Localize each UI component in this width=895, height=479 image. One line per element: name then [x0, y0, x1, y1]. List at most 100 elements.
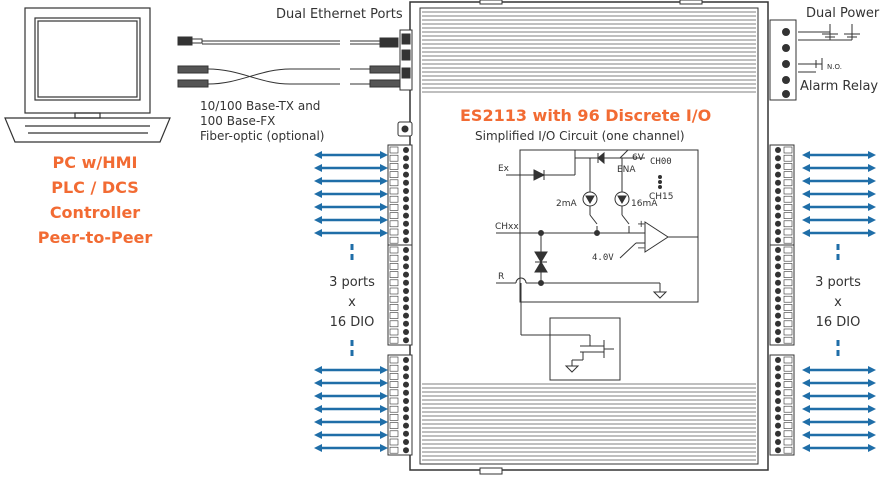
fiber-cable: [177, 65, 401, 88]
terminal-slot: [389, 187, 399, 195]
terminal-block: [769, 244, 795, 346]
terminal-screw: [403, 430, 409, 437]
no-label: N.O.: [827, 63, 842, 71]
io-circuit: [496, 149, 699, 381]
terminal-screw: [775, 296, 781, 303]
terminal-slot: [389, 254, 399, 262]
terminal-slot: [389, 154, 399, 162]
terminal-slot: [783, 446, 793, 454]
terminal-slot: [389, 381, 399, 388]
terminal-slot: [783, 405, 793, 413]
terminal-screw: [775, 365, 781, 372]
terminal-screw: [775, 188, 781, 194]
terminal-screw: [403, 365, 409, 372]
terminal-slot: [389, 312, 399, 319]
terminal-slot: [389, 195, 399, 203]
opamp-plus-label: +: [637, 219, 646, 230]
es2113-unit: [409, 0, 769, 475]
ex-label: Ex: [498, 164, 510, 174]
terminal-screw: [775, 204, 781, 211]
terminal-slot: [389, 389, 399, 397]
terminal-slot: [783, 163, 793, 170]
terminal-screw: [775, 271, 781, 278]
terminal-screw: [403, 329, 409, 335]
terminal-screw: [775, 430, 781, 437]
ellipsis-marks: [350, 244, 840, 356]
4v-label: 4.0V: [592, 253, 614, 263]
terminal-screw: [775, 389, 781, 396]
terminal-slot: [783, 381, 793, 388]
ports-left-line-3: 16 DIO: [329, 315, 375, 330]
terminal-slot: [389, 430, 399, 438]
device-title: ES2113 with 96 Discrete I/O: [460, 106, 712, 125]
terminal-screw: [775, 279, 781, 286]
terminal-screw: [775, 422, 781, 429]
terminal-screw: [775, 171, 781, 178]
terminal-slot: [389, 295, 399, 303]
terminal-screw: [403, 439, 409, 445]
pc-role-line-2: PLC / DCS: [51, 178, 139, 197]
terminal-screw: [775, 447, 781, 454]
ports-right-line-3: 16 DIO: [815, 315, 861, 330]
terminal-screw: [775, 398, 781, 404]
terminal-slot: [783, 263, 793, 270]
terminal-slot: [783, 179, 793, 187]
opamp-minus-label: −: [637, 243, 646, 254]
terminal-slot: [389, 279, 399, 287]
terminal-screw: [403, 212, 409, 219]
terminal-screw: [403, 188, 409, 194]
terminal-block: [387, 354, 413, 456]
terminal-slot: [783, 195, 793, 203]
ports-left-line-1: 3 ports: [329, 275, 375, 290]
terminal-slot: [389, 320, 399, 328]
terminal-slot: [783, 364, 793, 372]
terminal-slot: [389, 364, 399, 372]
terminal-screw: [775, 406, 781, 413]
terminal-screw: [775, 373, 781, 380]
terminal-screw: [403, 279, 409, 286]
terminal-screw: [775, 196, 781, 203]
terminal-slot: [783, 228, 793, 236]
terminal-strips: [387, 144, 795, 456]
heat-sink-fins: [422, 11, 756, 461]
terminal-slot: [783, 320, 793, 328]
terminal-slot: [783, 254, 793, 262]
terminal-slot: [783, 438, 793, 446]
terminal-slot: [783, 373, 793, 380]
terminal-slot: [389, 146, 399, 154]
chxx-label: CHxx: [495, 222, 519, 232]
2ma-label: 2mA: [556, 199, 577, 209]
terminal-screw: [775, 381, 781, 388]
fiber-label: Fiber-optic (optional): [200, 129, 325, 143]
terminal-screw: [403, 337, 409, 344]
ports-right-line-1: 3 ports: [815, 275, 861, 290]
terminal-slot: [389, 438, 399, 446]
terminal-screw: [775, 179, 781, 186]
terminal-slot: [389, 287, 399, 295]
base-fx-label: 100 Base-FX: [200, 114, 276, 128]
terminal-slot: [389, 236, 399, 244]
terminal-screw: [775, 255, 781, 262]
ena-label: ENA: [617, 165, 636, 175]
terminal-slot: [783, 204, 793, 211]
terminal-screw: [775, 237, 781, 244]
terminal-slot: [783, 295, 793, 303]
terminal-screw: [403, 406, 409, 413]
terminal-slot: [389, 212, 399, 219]
terminal-screw: [403, 447, 409, 454]
terminal-screw: [403, 179, 409, 186]
terminal-screw: [403, 381, 409, 388]
terminal-screw: [775, 439, 781, 445]
pc-computer-icon: [4, 7, 171, 143]
terminal-screw: [403, 422, 409, 429]
terminal-screw: [403, 357, 409, 363]
terminal-screw: [403, 204, 409, 211]
terminal-screw: [775, 212, 781, 219]
terminal-screw: [403, 229, 409, 235]
terminal-screw: [403, 320, 409, 327]
terminal-screw: [775, 312, 781, 319]
ch15-label: CH15: [649, 192, 674, 202]
terminal-slot: [783, 304, 793, 311]
power-supply-symbol: [798, 24, 860, 73]
terminal-slot: [783, 212, 793, 219]
